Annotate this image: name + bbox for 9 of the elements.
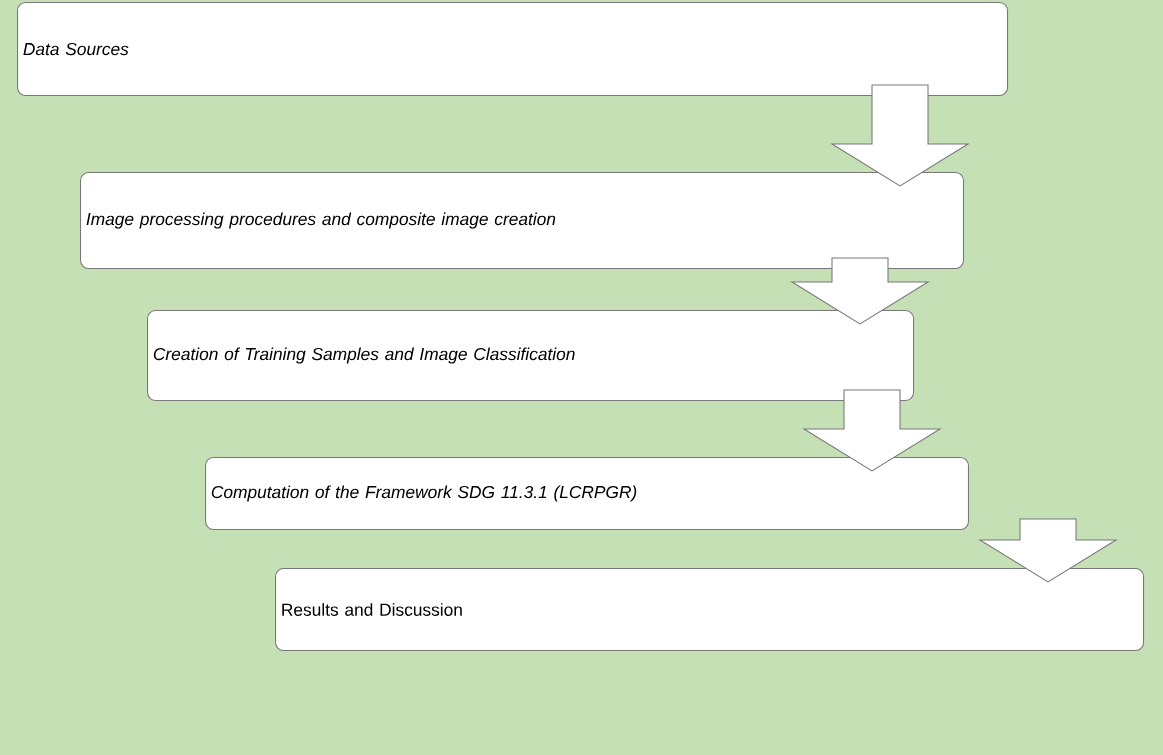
process-box: Creation of Training Samples and Image Classification — [147, 310, 915, 402]
block-arrow — [802, 389, 942, 472]
process-box: Data Sources — [17, 2, 1009, 97]
process-box: Results and Discussion — [275, 568, 1145, 652]
process-box: Image processing procedures and composite image creation — [80, 172, 964, 270]
block-arrow — [978, 518, 1118, 583]
block-arrow — [790, 257, 930, 325]
block-arrow — [830, 84, 970, 187]
process-box: Computation of the Framework SDG 11.3.1 (LCRPGR) — [205, 457, 969, 531]
